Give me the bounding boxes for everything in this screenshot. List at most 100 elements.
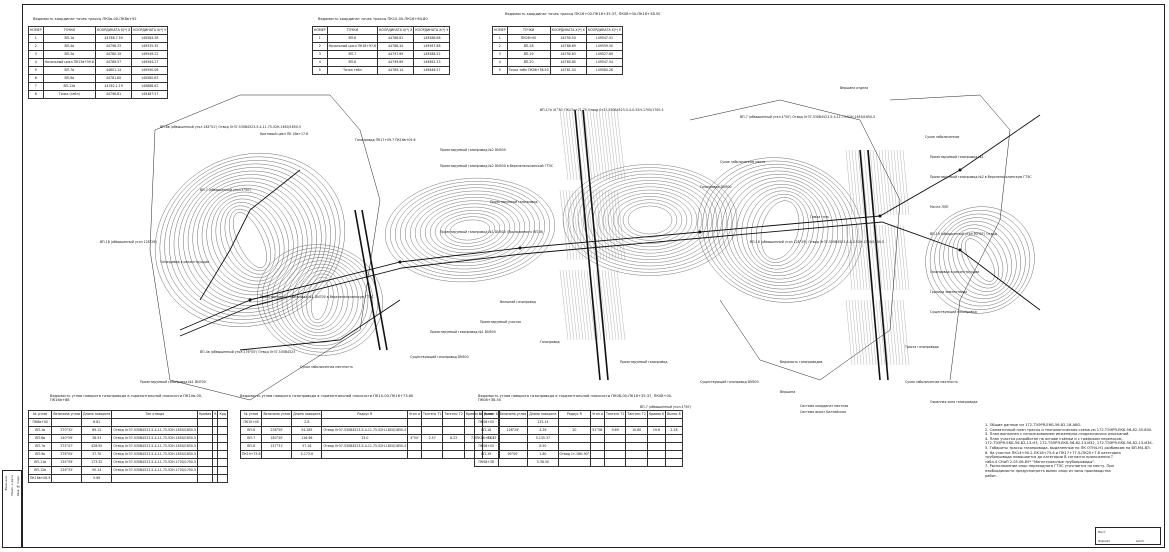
- table-cell: [646, 434, 667, 443]
- hatch-line: [598, 189, 608, 261]
- table-cell: 9.69: [603, 426, 627, 435]
- note-line: табл.4 СНиП 2.05.06-85* "Магистральные т…: [985, 459, 1096, 464]
- table-cell: 44780.19: [94, 50, 133, 59]
- contour-line: [311, 280, 329, 320]
- note-line: 4. План участка разработан на основе съё…: [985, 436, 1123, 441]
- contour-lines: [154, 153, 1035, 356]
- table-cell: [442, 442, 465, 451]
- table-cell: [646, 442, 667, 451]
- stamp-format-label: Формат: [1098, 539, 1111, 543]
- contour-line: [760, 200, 800, 260]
- contour-line: [414, 197, 526, 263]
- table-cell: 2.18: [665, 426, 683, 435]
- table4-header-cell: № углов: [27, 410, 53, 419]
- hatch-line: [875, 149, 883, 216]
- table-cell: ВП-8: [326, 58, 379, 67]
- pipeline-route-1: [179, 114, 1041, 331]
- hatch-line: [607, 269, 617, 341]
- table-cell: ВП-19: [506, 50, 551, 59]
- contour-line: [925, 206, 1035, 314]
- map-label-19: Газопровод в реконструкции: [930, 270, 980, 274]
- hatch-line: [860, 224, 868, 291]
- table-cell: ВП-12в: [42, 82, 96, 91]
- hatch-line: [559, 109, 569, 181]
- contour-line: [587, 180, 713, 260]
- table-cell: [420, 450, 444, 459]
- contour-line: [562, 164, 738, 276]
- hatch-line: [562, 109, 572, 181]
- hatch-line: [875, 299, 883, 366]
- hatch-line: [604, 109, 614, 181]
- table-cell: [590, 434, 605, 443]
- hatch-line: [860, 149, 868, 216]
- table-cell: [625, 418, 648, 427]
- contour-line: [173, 167, 327, 313]
- table-cell: Отвод 0т37-530В4523-5-4-11.75-52Н-1650/1…: [111, 442, 199, 451]
- hatch-line: [562, 189, 572, 261]
- table-cell: ВП-3в: [42, 50, 96, 59]
- table-cell: ВП-7: [239, 434, 263, 443]
- contour-line: [271, 254, 369, 346]
- map-label-15: Проектируемый газопровод №1: [930, 155, 984, 159]
- table-cell: ВП-9в: [27, 450, 53, 459]
- table1-header-cell: НОМЕР: [28, 26, 44, 35]
- table5-title: Ведомость углов поворота газопровода в г…: [240, 394, 414, 398]
- map-label-10: ВП-7 (обвышенный угол 4°50') Отвод 0т37-…: [740, 115, 876, 119]
- contour-line: [197, 184, 303, 296]
- hatching: [559, 109, 910, 366]
- table-cell: Отвод 0т37-530В4523-5-4-11.75-52Н-1700/1…: [111, 458, 199, 467]
- table-cell: [557, 418, 592, 427]
- table-cell: 8: [28, 90, 44, 99]
- table-cell: [197, 474, 214, 483]
- hatch-line: [893, 149, 901, 216]
- note-line: 1. Общие данные см 172-ТЭЭРЯ-ЕКБ-56-82-1…: [985, 423, 1082, 427]
- map-label-24: Охранная зона газопровода: [930, 400, 978, 404]
- table-cell: Точка табл: [326, 66, 379, 75]
- table-cell: [497, 434, 529, 443]
- table-cell: [557, 434, 592, 443]
- contour-line: [385, 177, 555, 283]
- hatch-line: [872, 224, 880, 291]
- map-label-17: Мачта ЛЭП: [930, 205, 949, 209]
- map-label-43: ВП-18 (обвышенный угол 128°29') Отвод 0т…: [750, 240, 885, 244]
- table3-header-cell: ТОЧКИ: [506, 26, 551, 35]
- map-label-28: Внешний газопровод: [500, 300, 536, 304]
- contour-line: [934, 213, 1026, 307]
- hatch-line: [613, 189, 623, 261]
- table-cell: ВП-7в: [27, 442, 53, 451]
- map-label-3: Газопровод ПК17+09.7 ПК16в+09.6: [355, 138, 416, 142]
- hatch-line: [899, 149, 907, 216]
- table5-header-cell: Тангенс Т2: [442, 410, 465, 419]
- table6-header-cell: Тангенс Т1: [603, 410, 627, 419]
- note-line: необходимости предусмотреть вынос опор и…: [985, 468, 1111, 473]
- hatch-line: [577, 269, 587, 341]
- contour-line: [301, 273, 339, 327]
- hatch-line: [893, 299, 901, 366]
- table-cell: [442, 418, 465, 427]
- contour-line: [220, 202, 280, 278]
- table-cell: [217, 466, 228, 475]
- map-label-30: Сухая заболоченная местность: [300, 365, 353, 369]
- hatch-line: [598, 109, 608, 181]
- table2-header-cell: НОМЕР: [312, 26, 328, 35]
- hatch-line: [610, 269, 620, 341]
- table-cell: 5: [492, 66, 508, 75]
- table5-header-cell: Величина углов: [261, 410, 293, 419]
- table-cell: 5: [28, 66, 44, 75]
- hatch-line: [860, 299, 868, 366]
- hatch-line: [616, 189, 626, 261]
- contour-line: [627, 205, 673, 235]
